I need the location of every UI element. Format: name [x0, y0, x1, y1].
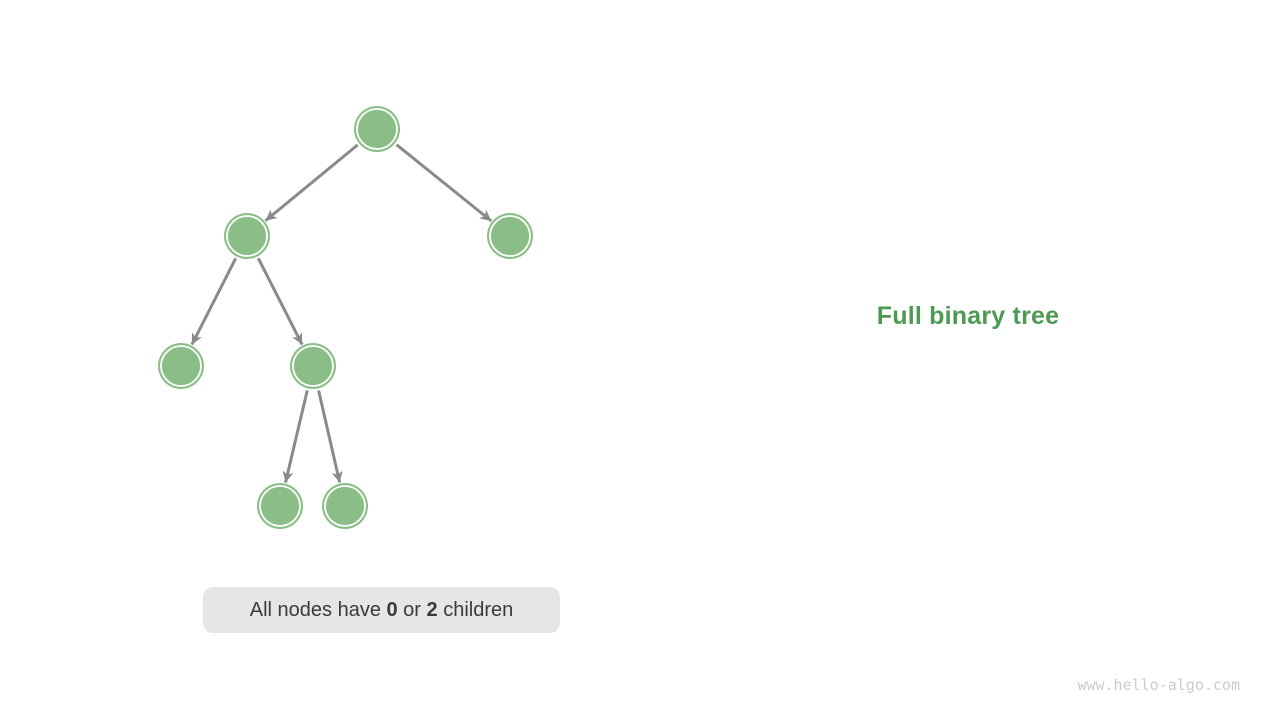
- edges-layer: [190, 143, 493, 483]
- caption-text-suffix: children: [437, 598, 514, 621]
- caption-box: All nodes have 0 or 2 children: [203, 587, 560, 633]
- caption-bold-two: 2: [426, 598, 438, 621]
- diagram-title: Full binary tree: [876, 302, 1060, 330]
- tree-edge: [395, 143, 493, 223]
- tree-node: [290, 343, 336, 389]
- tree-edge: [190, 257, 238, 346]
- tree-node: [487, 213, 533, 259]
- tree-node: [158, 343, 204, 389]
- watermark: www.hello-algo.com: [1077, 676, 1240, 694]
- tree-edge: [264, 143, 359, 222]
- tree-edge: [282, 389, 309, 483]
- caption-text-prefix: All nodes have: [249, 598, 387, 621]
- caption-text-mid: or: [397, 598, 427, 621]
- binary-tree-diagram: [158, 106, 533, 529]
- caption-bold-zero: 0: [386, 598, 398, 621]
- tree-node: [257, 483, 303, 529]
- tree-node: [224, 213, 270, 259]
- tree-edge: [256, 257, 304, 346]
- nodes-layer: [158, 106, 533, 529]
- tree-edge: [317, 390, 343, 483]
- tree-node: [354, 106, 400, 152]
- tree-node: [322, 483, 368, 529]
